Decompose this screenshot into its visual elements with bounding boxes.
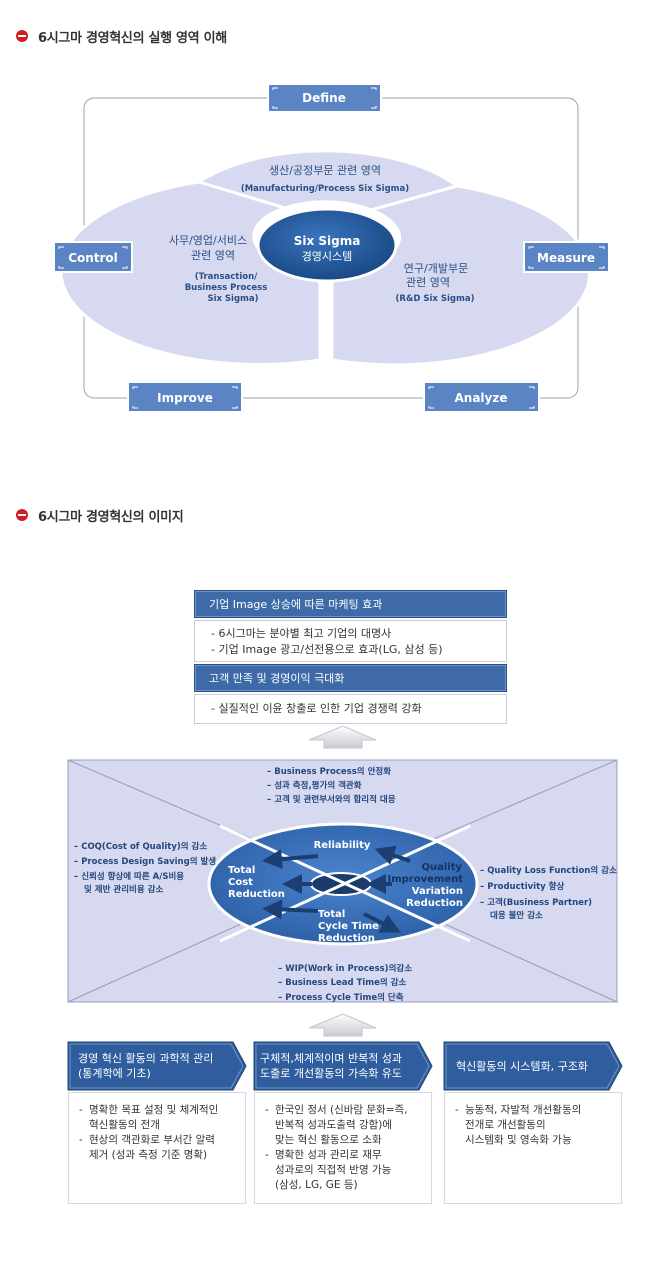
foundation2-header-line: 도출로 개선활동의 가속화 유도 (260, 1067, 403, 1080)
quality-label-2: Improvement (387, 874, 463, 885)
left-segment-en1: (Transaction/ (195, 272, 258, 282)
cost-label-3: Reduction (228, 889, 285, 900)
top-note: – Business Process의 안정화 (267, 766, 391, 777)
lower-arrow (308, 1014, 377, 1037)
red-bullet-icon (16, 30, 28, 42)
left-note: 및 제반 관리비용 감소 (84, 884, 163, 895)
control-box: Control (53, 241, 133, 273)
section1-title: 6시그마 경영혁신의 실행 영역 이해 (38, 30, 227, 46)
bottom-note: – WIP(Work in Process)의감소 (278, 963, 412, 974)
foundation3-item: 전개로 개선활동의 (465, 1119, 546, 1131)
left-note: – Process Design Saving의 발생 (74, 856, 216, 867)
left-segment-ko1: 사무/영업/서비스 (169, 234, 247, 247)
six-sigma-cycle-diagram: Six Sigma 경영시스템 생산/공정부문 관련 영역 (Manufactu… (53, 83, 610, 413)
foundation2-item: 한국인 정서 (신바람 문화=즉, (275, 1104, 408, 1116)
center-line1: Six Sigma (294, 234, 361, 248)
foundation2-item: 성과로의 직접적 반영 가능 (275, 1164, 392, 1176)
six-sigma-image-diagram: Reliability Total Cost Reduction Quality… (67, 726, 618, 1026)
goal2-item: - 실질적인 이윤 창출로 인한 기업 경쟁력 강화 (211, 702, 422, 715)
up-arrow-icon (308, 1014, 377, 1037)
left-segment-ko2: 관련 영역 (191, 249, 235, 262)
top-segment-ko: 생산/공정부문 관련 영역 (269, 164, 381, 177)
foundation2-header-line: 구체적,체계적이며 반복적 성과 (260, 1052, 403, 1065)
foundation1-item: 현상의 객관화로 부서간 알력 (89, 1134, 215, 1146)
up-arrow-icon (308, 726, 377, 749)
foundation1-header: 경영 혁신 활동의 과학적 관리 (통계학에 기초) (68, 1042, 238, 1090)
section2-title: 6시그마 경영혁신의 이미지 (38, 509, 184, 525)
goal1-item: - 기업 Image 광고/선전용으로 효과(LG, 삼성 등) (211, 643, 443, 656)
right-segment-en: (R&D Six Sigma) (396, 294, 475, 304)
section2-heading: 6시그마 경영혁신의 이미지 (16, 506, 184, 525)
foundation2-header: 구체적,체계적이며 반복적 성과 도출로 개선활동의 가속화 유도 (254, 1042, 429, 1090)
segment-manufacturing (195, 149, 461, 212)
foundation2-item: 반복적 성과도출력 강함)에 (275, 1119, 393, 1131)
segment-transaction (59, 180, 322, 366)
cycletime-label-2: Cycle Time (318, 921, 379, 932)
right-note: – 고객(Business Partner) (480, 897, 592, 908)
red-bullet-icon (16, 509, 28, 521)
center-line2: 경영시스템 (302, 250, 353, 263)
foundation-chevrons (67, 1041, 623, 1091)
measure-box: Measure (523, 241, 610, 273)
cost-label-2: Cost (228, 877, 253, 888)
foundation2-item: (삼성, LG, GE 등) (275, 1179, 358, 1191)
segment-rnd (330, 184, 592, 367)
right-note: – Productivity 향상 (480, 881, 564, 892)
improve-label: Improve (157, 391, 213, 405)
goal2-header: 고객 만족 및 경영이익 극대화 (194, 664, 507, 692)
bottom-note: – Process Cycle Time의 단축 (278, 992, 404, 1003)
top-segment-en: (Manufacturing/Process Six Sigma) (241, 184, 409, 194)
left-note: – 신뢰성 향상에 따른 A/S비용 (74, 871, 184, 882)
quality-label-4: Reduction (406, 898, 463, 909)
top-note: – 성과 측정,평가의 객관화 (267, 780, 362, 791)
foundation3-item: 시스템화 및 영속화 가능 (465, 1134, 572, 1146)
foundation1-header-line: (통계학에 기초) (78, 1067, 151, 1080)
reliability-label: Reliability (314, 840, 371, 851)
foundation3-item: 능동적, 자발적 개선활동의 (465, 1104, 582, 1116)
foundation2-detail: - 한국인 정서 (신바람 문화=즉, 반복적 성과도출력 강함)에 맞는 혁신… (254, 1092, 432, 1204)
right-segment-ko2: 관련 영역 (406, 276, 450, 289)
foundation1-header-line: 경영 혁신 활동의 과학적 관리 (78, 1052, 214, 1065)
right-note: 대응 불만 감소 (490, 910, 543, 921)
foundation3-detail: - 능동적, 자발적 개선활동의 전개로 개선활동의 시스템화 및 영속화 가능 (444, 1092, 622, 1204)
goal2-detail: - 실질적인 이윤 창출로 인한 기업 경쟁력 강화 (194, 694, 507, 724)
right-note: – Quality Loss Function의 감소 (480, 865, 617, 876)
goal1-header-text: 기업 Image 상승에 따른 마케팅 효과 (209, 598, 383, 611)
foundation-chevron-2 (253, 1041, 433, 1091)
cycletime-label-3: Reduction (318, 933, 375, 944)
center-ellipse (256, 207, 398, 283)
foundation1-item: 제거 (성과 측정 기준 명확) (89, 1149, 208, 1161)
goal2-header-text: 고객 만족 및 경영이익 극대화 (209, 672, 345, 685)
goal1-item: - 6시그마는 분야별 최고 기업의 대명사 (211, 627, 392, 640)
foundation1-item: 혁신활동의 전개 (89, 1119, 160, 1131)
bottom-note: – Business Lead Time의 감소 (278, 977, 406, 988)
cycletime-label-1: Total (318, 909, 345, 920)
analyze-box: Analyze (423, 381, 540, 413)
improve-box: Improve (127, 381, 243, 413)
cost-label-1: Total (228, 865, 255, 876)
top-note: – 고객 및 관련부서와의 합리적 대응 (267, 794, 396, 805)
left-segment-en3: Six Sigma) (207, 294, 258, 304)
foundation1-detail: - 명확한 목표 설정 및 체계적인 혁신활동의 전개 - 현상의 객관화로 부… (68, 1092, 246, 1204)
foundation3-header-line: 혁신활동의 시스템화, 구조화 (456, 1059, 588, 1073)
foundation-chevron-1 (67, 1041, 247, 1091)
define-label: Define (302, 91, 346, 105)
define-box: Define (267, 83, 382, 113)
goal1-header: 기업 Image 상승에 따른 마케팅 효과 (194, 590, 507, 618)
measure-label: Measure (537, 251, 595, 265)
analyze-label: Analyze (455, 391, 508, 405)
foundation2-item: 맞는 혁신 활동으로 소화 (275, 1134, 382, 1146)
control-label: Control (68, 251, 118, 265)
section1-heading: 6시그마 경영혁신의 실행 영역 이해 (16, 27, 227, 46)
quality-label-3: Variation (412, 886, 463, 897)
foundation1-item: 명확한 목표 설정 및 체계적인 (89, 1104, 219, 1116)
quality-label-1: Quality (421, 862, 462, 873)
right-segment-ko1: 연구/개발부문 (404, 262, 468, 275)
left-note: – COQ(Cost of Quality)의 감소 (74, 841, 207, 852)
foundation-chevron-3 (443, 1041, 623, 1091)
goal1-detail: - 6시그마는 분야별 최고 기업의 대명사 - 기업 Image 광고/선전용… (194, 620, 507, 662)
foundation3-header: 혁신활동의 시스템화, 구조화 (444, 1042, 614, 1090)
left-segment-en2: Business Process (185, 283, 268, 293)
foundation2-item: 명확한 성과 관리로 재무 (275, 1149, 382, 1161)
